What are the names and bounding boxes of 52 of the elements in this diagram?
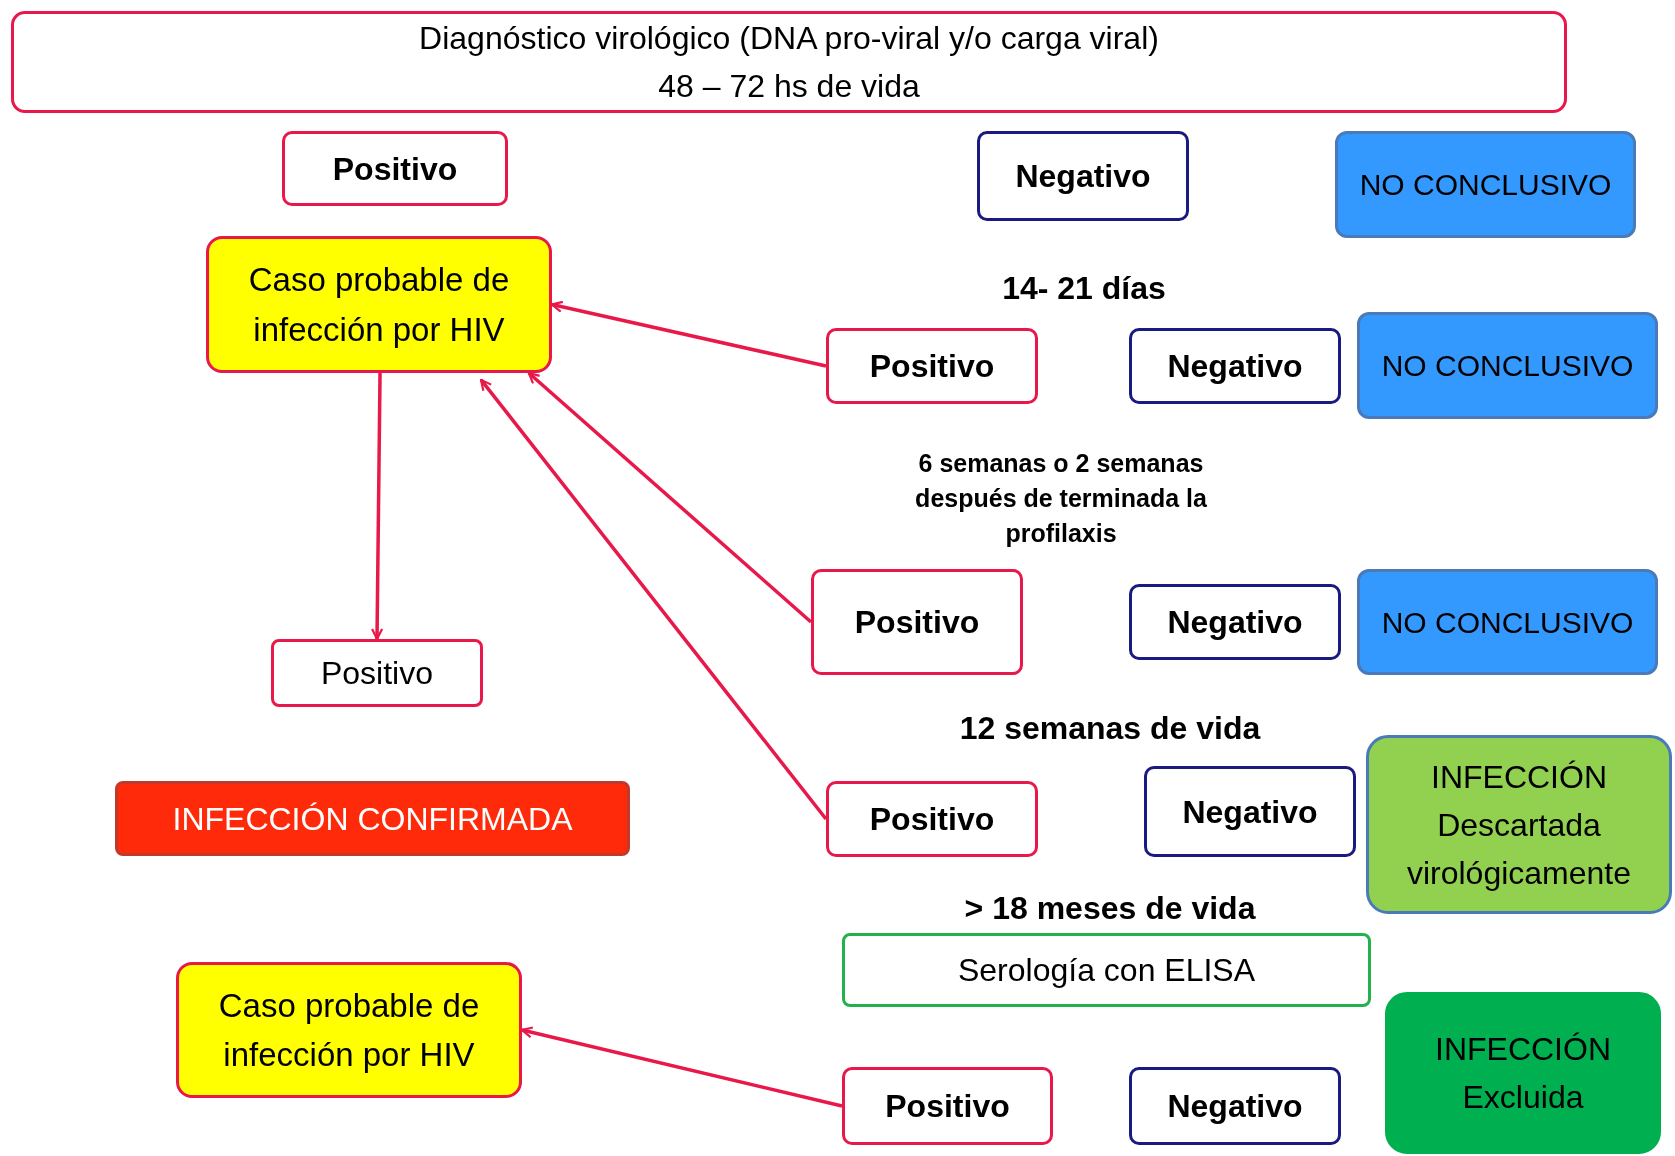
box-text: Positivo <box>854 603 980 642</box>
result-box <box>282 131 508 206</box>
box-text: Positivo <box>869 800 995 839</box>
box-text: Negativo <box>1167 1087 1303 1126</box>
interval-label: 12 semanas de vida <box>958 709 1262 748</box>
box-text: Caso probable de infección por HIV <box>247 260 511 350</box>
arrow <box>527 371 813 624</box>
box-text: Caso probable de infección por HIV <box>217 985 481 1075</box>
box-text: Positivo <box>320 654 433 693</box>
box-text: Negativo <box>1167 347 1303 386</box>
interval-label: 14- 21 días <box>1001 269 1167 308</box>
box-text: NO CONCLUSIVO <box>1359 167 1612 203</box>
title-box <box>11 11 1567 113</box>
probable-case-box <box>176 962 522 1098</box>
box-text: INFECCIÓN CONFIRMADA <box>172 799 573 839</box>
result-box <box>977 131 1189 221</box>
result-box <box>1144 766 1356 857</box>
outcome-box <box>1366 735 1672 914</box>
result-box <box>842 1067 1053 1145</box>
result-box <box>811 569 1023 675</box>
box-text: INFECCIÓN Descartada virológicamente <box>1405 757 1633 893</box>
test-box <box>842 933 1371 1007</box>
outcome-box <box>1385 992 1661 1154</box>
inconclusive-box <box>1357 569 1658 675</box>
interval-label: 6 semanas o 2 semanas después de terminada la profilaxis <box>914 448 1208 549</box>
interval-label: > 18 meses de vida <box>963 889 1257 928</box>
box-text: NO CONCLUSIVO <box>1381 604 1634 641</box>
arrow <box>371 372 384 641</box>
confirmed-box <box>115 781 630 856</box>
box-text: Positivo <box>885 1087 1010 1126</box>
box-text: Positivo <box>869 347 995 386</box>
arrow <box>520 1026 843 1108</box>
box-text: Negativo <box>1015 157 1151 196</box>
result-box <box>1129 584 1341 660</box>
inconclusive-box <box>1357 312 1658 419</box>
result-box <box>271 639 483 707</box>
result-box <box>1129 1067 1341 1145</box>
box-text: Negativo <box>1167 603 1303 642</box>
box-text: Diagnóstico virológico (DNA pro-viral y/o carga viral) <box>419 19 1159 58</box>
box-text: INFECCIÓN Excluida <box>1434 1030 1612 1117</box>
box-text: Positivo <box>332 149 458 189</box>
result-box <box>826 328 1038 404</box>
arrow <box>479 378 828 821</box>
result-box <box>1129 328 1341 404</box>
box-text: Negativo <box>1182 792 1318 832</box>
box-text: NO CONCLUSIVO <box>1381 348 1634 384</box>
probable-case-box <box>206 236 552 373</box>
box-text: 48 – 72 hs de vida <box>658 67 920 106</box>
arrow <box>550 300 827 368</box>
box-text: Serología con ELISA <box>957 951 1256 990</box>
result-box <box>826 781 1038 857</box>
inconclusive-box <box>1335 131 1636 238</box>
